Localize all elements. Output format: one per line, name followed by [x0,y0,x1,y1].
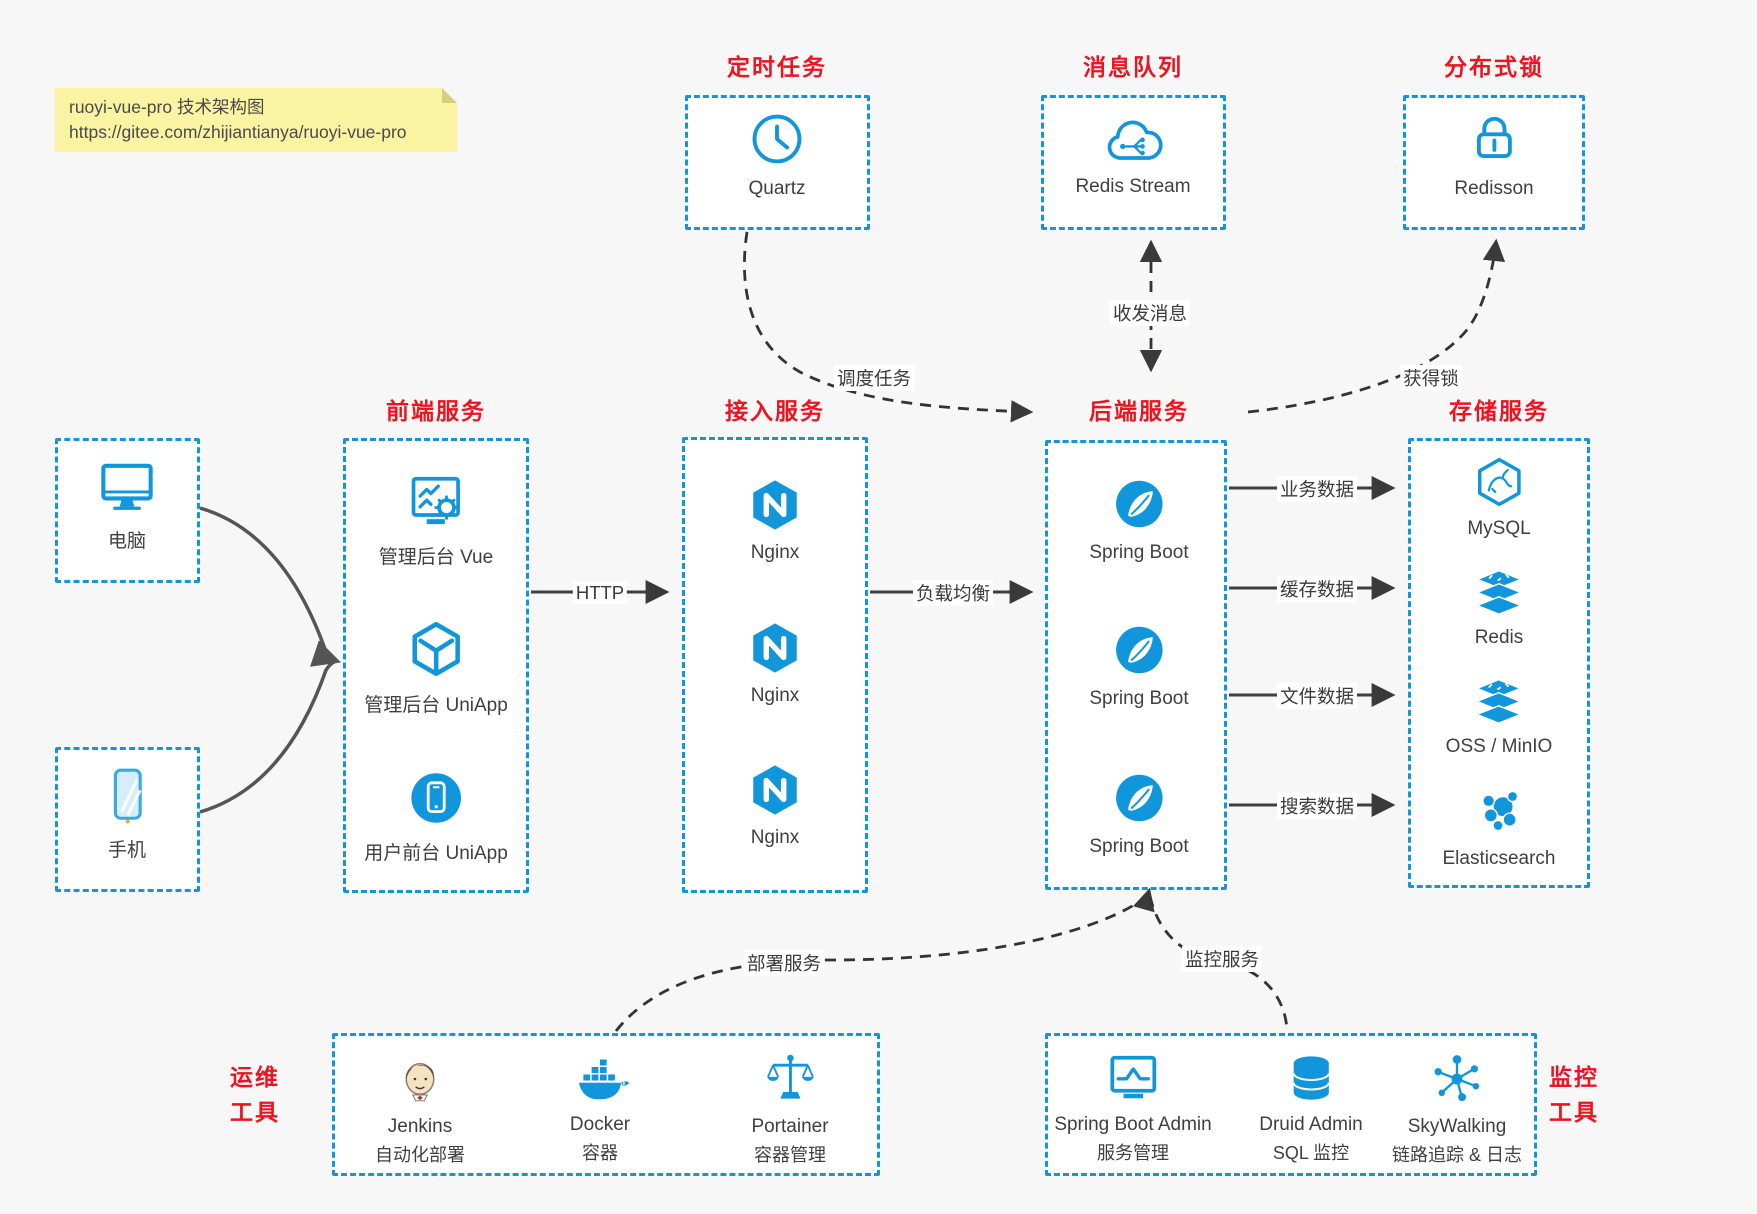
database-icon [1292,1056,1330,1100]
node-nginx-3: Nginx [746,761,804,849]
edge-label-monitor: 监控服务 [1181,946,1263,972]
portainer-scales-icon [766,1054,814,1099]
group-title-storage: 存储服务 [1449,398,1549,424]
group-title-mq: 消息队列 [1083,54,1183,80]
group-title-monitor: 监控 工具 [1549,1064,1599,1125]
edge-label-biz: 业务数据 [1276,476,1358,502]
nginx-icon [753,765,797,815]
node-redis: Redis [1470,563,1528,649]
node-admin-vue: 管理后台 Vue [379,468,493,569]
node-elasticsearch: Elasticsearch [1443,782,1556,870]
edge-label-msg: 收发消息 [1109,300,1191,326]
admin-vue-icon [411,476,461,525]
node-springboot-1: Spring Boot [1089,474,1189,564]
node-redisson: Redisson [1454,108,1534,200]
lock-icon [1476,116,1512,158]
elasticsearch-icon [1481,790,1518,832]
edge-label-deploy: 部署服务 [743,950,825,976]
node-docker: Docker 容器 [570,1052,630,1165]
edge-label-search: 搜索数据 [1276,793,1358,819]
note-url: https://gitee.com/zhijiantianya/ruoyi-vu… [69,122,407,143]
edge-label-http: HTTP [572,582,628,604]
mysql-icon [1477,457,1521,507]
edge-deploy [614,887,1155,1032]
group-title-gateway: 接入服务 [725,398,825,424]
edge-label-cache: 缓存数据 [1276,576,1358,602]
note-title: ruoyi-vue-pro 技术架构图 [69,97,265,117]
redis-stack-icon [1475,569,1523,615]
node-skywalking: SkyWalking 链路追踪 & 日志 [1392,1050,1522,1167]
node-druid: Druid Admin SQL 监控 [1259,1050,1363,1165]
node-phone: 手机 [96,763,158,862]
skywalking-nodes-icon [1434,1055,1480,1102]
uniapp-cube-icon [412,621,460,677]
oss-stack-icon [1475,678,1523,724]
user-uniapp-icon [411,773,461,823]
node-redis-stream: Redis Stream [1075,110,1191,198]
group-title-scheduled: 定时任务 [727,54,827,80]
edge-label-lb: 负载均衡 [912,580,994,606]
springboot-icon [1115,480,1163,528]
group-title-lock: 分布式锁 [1444,54,1544,80]
edge-label-getlock: 获得锁 [1400,365,1462,391]
node-pc: 电脑 [94,456,160,553]
sticky-note: ruoyi-vue-pro 技术架构图 https://gitee.com/zh… [55,88,457,152]
clock-icon [752,114,802,164]
group-title-frontend: 前端服务 [386,398,486,424]
node-springboot-3: Spring Boot [1089,768,1189,858]
node-springboot-2: Spring Boot [1089,620,1189,710]
sba-monitor-icon [1110,1055,1156,1099]
node-mysql: MySQL [1467,454,1531,540]
node-oss-minio: OSS / MinIO [1446,672,1552,758]
gear-icon [434,495,459,520]
edge-phone-frontend [199,659,337,814]
node-user-uniapp: 用户前台 UniApp [364,766,508,865]
mq-cloud-icon [1107,120,1163,160]
springboot-icon [1115,774,1163,822]
node-quartz: Quartz [746,108,808,200]
node-nginx-2: Nginx [746,619,804,707]
computer-icon [101,463,153,510]
edge-label-file: 文件数据 [1276,683,1358,709]
node-admin-uniapp: 管理后台 UniApp [364,616,508,717]
group-title-ops: 运维 工具 [230,1064,280,1125]
jenkins-icon [405,1063,435,1102]
node-portainer: Portainer 容器管理 [751,1050,829,1167]
docker-icon [579,1059,630,1100]
springboot-icon [1115,626,1163,674]
node-nginx-1: Nginx [746,476,804,564]
nginx-icon [753,623,797,673]
phone-icon [113,768,142,824]
group-title-backend: 后端服务 [1089,398,1189,424]
node-jenkins: Jenkins 自动化部署 [375,1050,465,1167]
nginx-icon [753,480,797,530]
edge-label-schedule: 调度任务 [833,365,915,391]
edge-pc-frontend [199,506,341,667]
box-pc [55,438,200,583]
node-sba: Spring Boot Admin 服务管理 [1054,1050,1212,1165]
box-mq [1041,95,1226,230]
